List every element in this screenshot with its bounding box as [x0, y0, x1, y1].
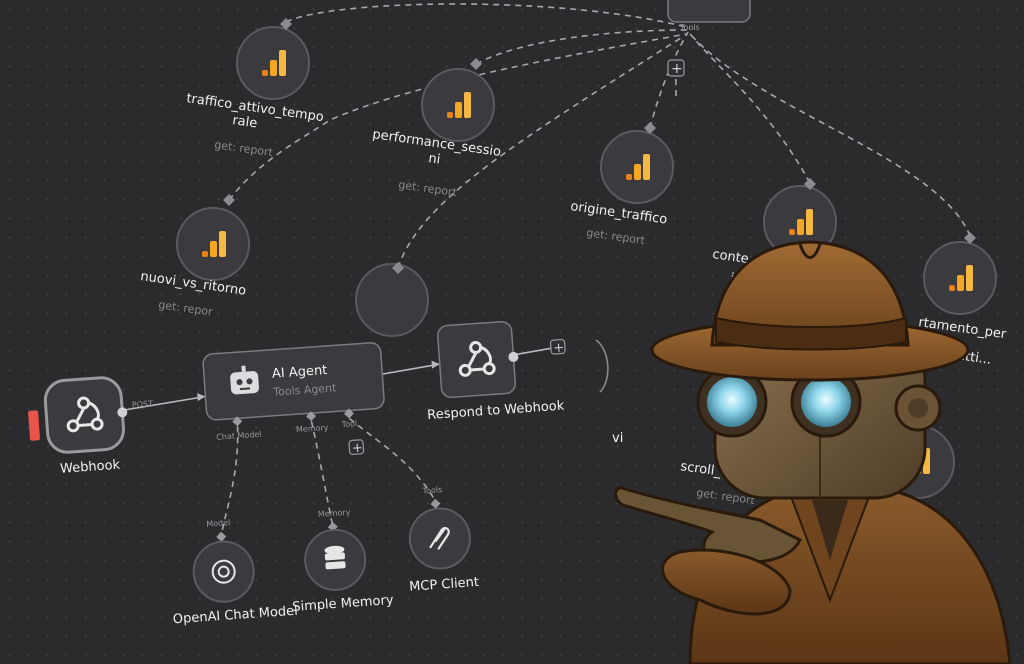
webhook-edge-label: POST [132, 399, 154, 409]
edge-respond-add [513, 347, 552, 356]
mcp-client-node[interactable]: Tools MCP Client [402, 483, 480, 595]
tool-node-performance[interactable]: performance_sessio ni get: report [371, 58, 502, 199]
openai-icon [211, 559, 236, 584]
edge-memory [310, 421, 334, 527]
tool-node-origine[interactable]: origine_traffico get: report [569, 122, 674, 247]
tool-node-label-2: ni [427, 151, 441, 168]
partial-node-text: vi [612, 431, 623, 446]
plus-icon: + [671, 61, 683, 77]
mcp-icon [429, 527, 450, 550]
ai-agent-node[interactable]: AI Agent Tools Agent Chat Model Memory T… [202, 342, 387, 442]
subnode-top-label: Tools [421, 485, 442, 495]
database-icon [324, 545, 346, 570]
edge-webhook-agent [122, 395, 206, 412]
analytics-icon [626, 154, 650, 180]
tool-node-label: origine_traffico [569, 199, 668, 227]
tool-connections [228, 3, 971, 269]
openai-chat-model-node[interactable]: Model OpenAI Chat Model [166, 514, 298, 627]
tool-node-nuovi[interactable]: nuovi_vs_ritorno get: repor [139, 194, 250, 319]
edge-tool [348, 417, 436, 502]
webhook-node[interactable]: Webhook POST [26, 374, 158, 478]
port-chat-model: Chat Model [216, 430, 262, 442]
respond-label: Respond to Webhook [427, 398, 565, 423]
tool-node-operation: get: repor [158, 298, 214, 319]
analytics-icon [447, 92, 471, 118]
error-marker [28, 410, 40, 441]
edge-chat-model [220, 426, 239, 536]
subnode-label: OpenAI Chat Model [172, 604, 298, 628]
tool-node-label: conte [711, 247, 749, 267]
robot-icon [230, 365, 259, 395]
add-tool-button[interactable] [348, 439, 365, 455]
plus-icon: + [553, 340, 565, 356]
tool-node-traffico[interactable]: traffico_attivo_tempo rale get: report [185, 18, 325, 159]
webhook-icon [66, 396, 104, 433]
analytics-icon [262, 50, 286, 76]
webhook-label: Webhook [60, 458, 121, 477]
tool-node-label-2: rale [231, 113, 258, 131]
add-tool-button[interactable] [667, 59, 685, 77]
webhook-icon [458, 341, 496, 377]
agent-subtitle: Tools Agent [272, 381, 338, 398]
tools-hub-label: Tools [679, 23, 700, 32]
subnode-top-label: Memory [318, 508, 351, 519]
add-node-button[interactable] [549, 338, 566, 355]
analytics-icon [949, 265, 973, 291]
analytics-icon [202, 231, 226, 257]
plus-icon: + [351, 441, 363, 457]
tools-hub-node[interactable]: Tools + [667, 0, 751, 77]
agent-title: AI Agent [272, 363, 328, 382]
detective-robot-mascot [614, 240, 1012, 664]
tool-node-partial[interactable] [355, 262, 429, 337]
main-flow: Webhook POST AI Agent Tools Agent Chat M… [26, 317, 569, 627]
subnode-label: MCP Client [409, 575, 480, 595]
tool-node-conte[interactable]: conte i_ [711, 178, 837, 287]
analytics-icon [789, 209, 813, 235]
port-tool: Tool [340, 419, 357, 429]
subnode-top-label: Model [206, 518, 231, 529]
tool-node-label: scroll_ [679, 459, 722, 480]
port-memory: Memory [296, 423, 329, 434]
edge-agent-respond [382, 363, 440, 375]
partial-node-edge [595, 339, 609, 393]
tool-node-operation: get: report [586, 226, 647, 247]
tool-node-operation: get: report [214, 138, 275, 159]
respond-webhook-node[interactable]: Respond to Webhook + [421, 317, 569, 423]
subnode-label: Simple Memory [292, 593, 394, 615]
tool-node-operation: get: report [398, 178, 459, 199]
simple-memory-node[interactable]: Memory Simple Memory [286, 505, 395, 615]
